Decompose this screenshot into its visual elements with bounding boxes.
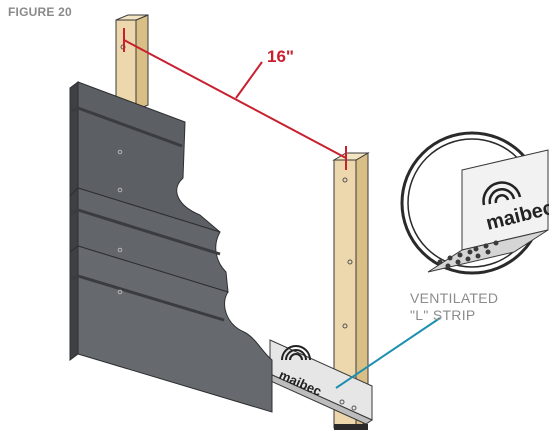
siding-panels bbox=[69, 81, 273, 413]
callout-line-1: VENTILATED bbox=[410, 290, 499, 306]
strip-logo bbox=[281, 345, 311, 361]
dimension-line bbox=[123, 28, 347, 170]
detail-magnifier: maibec bbox=[400, 131, 549, 275]
detail-logo bbox=[482, 181, 522, 206]
left-stud bbox=[115, 14, 149, 111]
callout-label: VENTILATED "L" STRIP bbox=[410, 290, 498, 324]
callout-leader-line bbox=[335, 317, 441, 389]
stud-spacing-label: 16" bbox=[267, 47, 294, 66]
callout-line-2: "L" STRIP bbox=[410, 307, 476, 323]
perforation-holes bbox=[437, 240, 499, 269]
figure-title: FIGURE 20 bbox=[8, 5, 72, 19]
